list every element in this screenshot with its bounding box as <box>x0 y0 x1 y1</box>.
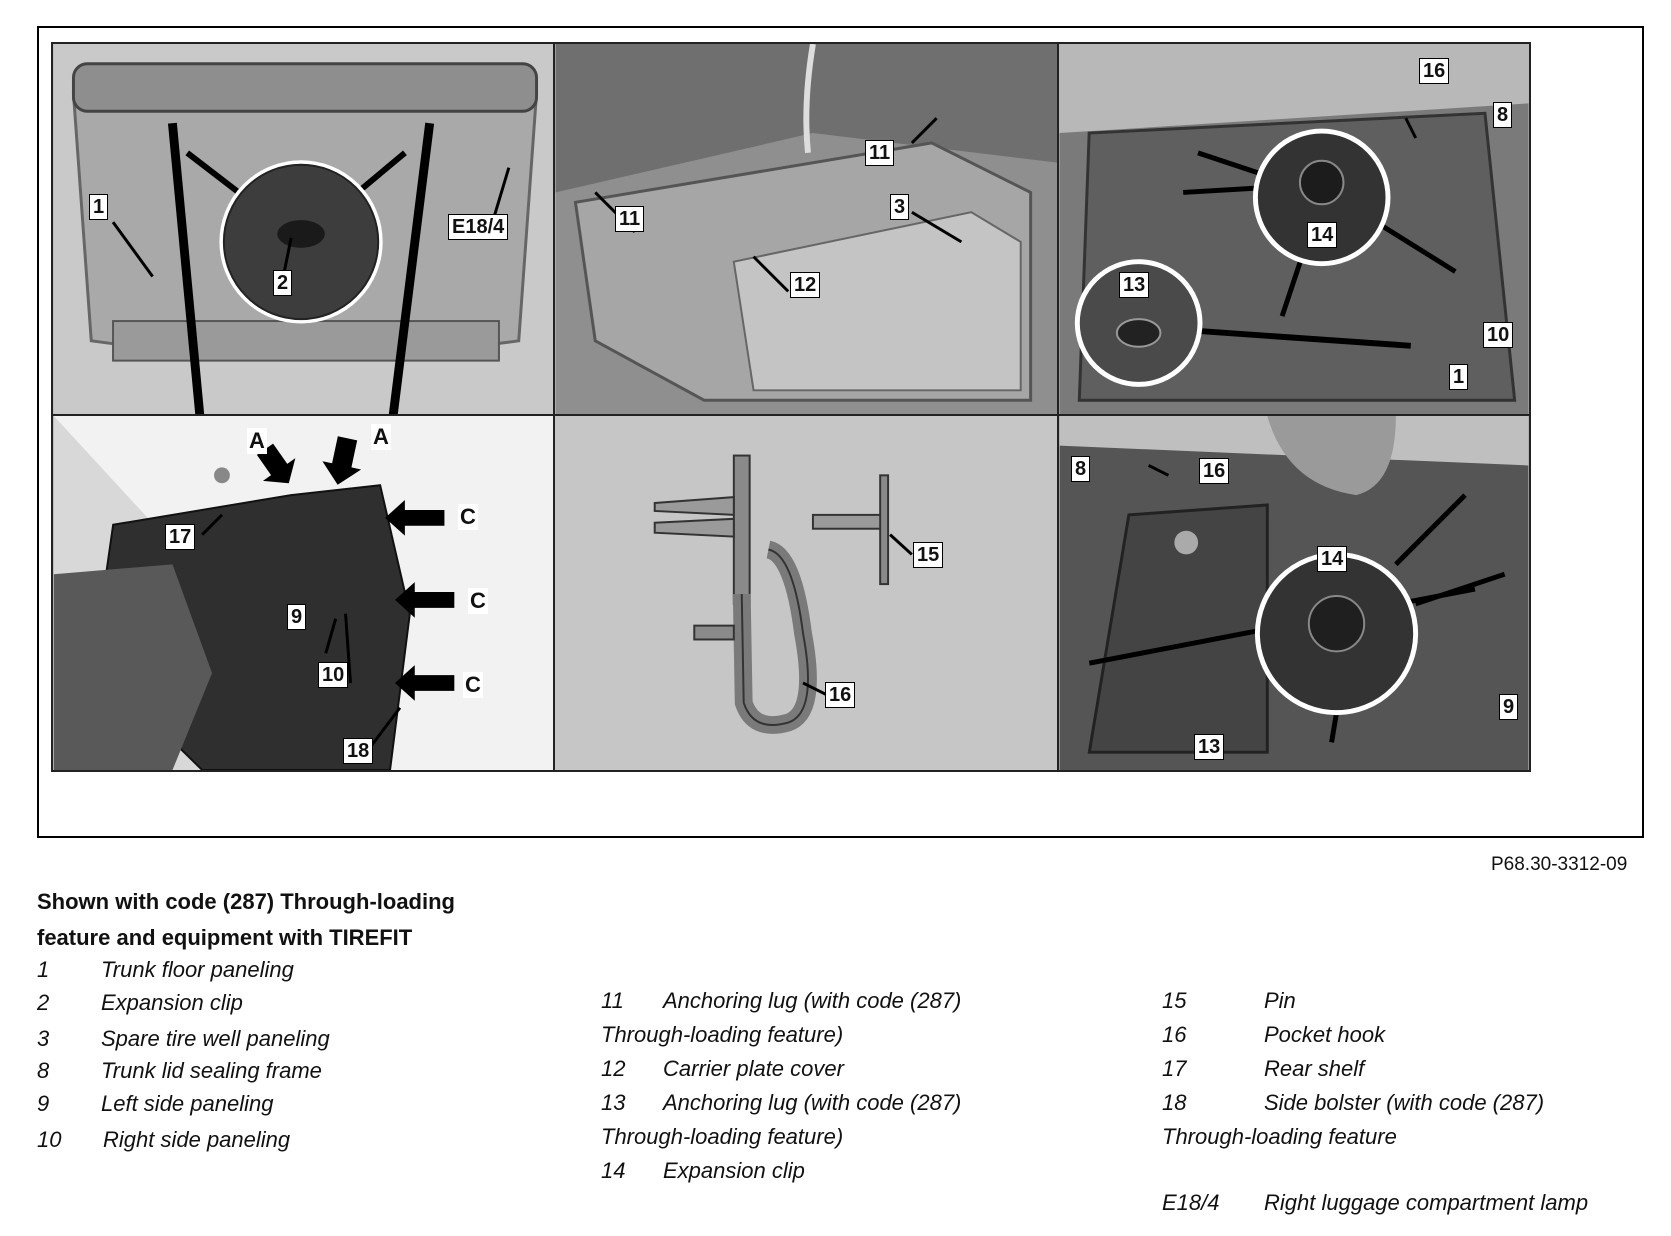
callout-3: 3 <box>890 194 910 220</box>
callout-16-panel5: 16 <box>825 682 856 708</box>
spare-tire-well-illustration <box>555 44 1059 420</box>
caption-title-line1: Shown with code (287) Through-loading <box>37 889 455 914</box>
callout-9-panel6: 9 <box>1499 694 1519 720</box>
callout-11-top: 11 <box>865 140 895 166</box>
callout-16: 16 <box>1419 58 1450 84</box>
label-a-right: A <box>371 424 391 450</box>
panel-side-paneling-clip: 8 16 14 9 13 <box>1057 414 1531 772</box>
callout-e18-4: E18/4 <box>448 214 509 240</box>
panel-spare-tire-well: 11 11 3 12 <box>553 42 1061 422</box>
trunk-side-clips-illustration <box>1059 44 1529 420</box>
figure-id: P68.30-3312-09 <box>1491 854 1628 875</box>
callout-14-panel6: 14 <box>1317 546 1348 572</box>
callout-13: 13 <box>1119 272 1150 298</box>
callout-12: 12 <box>790 272 821 298</box>
callout-8: 8 <box>1493 102 1513 128</box>
callout-8-panel6: 8 <box>1071 456 1091 482</box>
callout-15: 15 <box>913 542 944 568</box>
side-paneling-clip-illustration <box>1059 416 1529 770</box>
callout-10: 10 <box>1483 322 1514 348</box>
callout-18: 18 <box>343 738 374 764</box>
label-c-middle: C <box>468 588 488 614</box>
callout-9: 9 <box>287 604 307 630</box>
panel-pin-pocket-hook: 15 16 <box>553 414 1061 772</box>
figure-frame: 1 2 E18/4 11 11 3 12 <box>37 26 1644 838</box>
label-c-top: C <box>458 504 478 530</box>
panel-rear-shelf: A A C C C 17 9 10 18 <box>51 414 559 772</box>
trunk-overview-illustration <box>53 44 557 420</box>
panel-trunk-overview: 1 2 E18/4 <box>51 42 559 422</box>
callout-1-panel3: 1 <box>1449 364 1469 390</box>
caption-title: Shown with code (287) Through-loading fe… <box>37 884 557 956</box>
label-c-bottom: C <box>463 672 483 698</box>
callout-10-panel4: 10 <box>318 662 349 688</box>
callout-11-left: 11 <box>615 206 645 232</box>
callout-17: 17 <box>165 524 196 550</box>
callout-16-panel6: 16 <box>1199 458 1230 484</box>
callout-14: 14 <box>1307 222 1338 248</box>
callout-1: 1 <box>89 194 109 220</box>
caption-title-line2: feature and equipment with TIREFIT <box>37 925 413 950</box>
label-a-left: A <box>247 428 267 454</box>
callout-2: 2 <box>273 270 293 296</box>
panel-trunk-side-clips: 16 8 14 13 10 1 <box>1057 42 1531 422</box>
callout-13-panel6: 13 <box>1194 734 1225 760</box>
pin-pocket-hook-illustration <box>555 416 1059 770</box>
